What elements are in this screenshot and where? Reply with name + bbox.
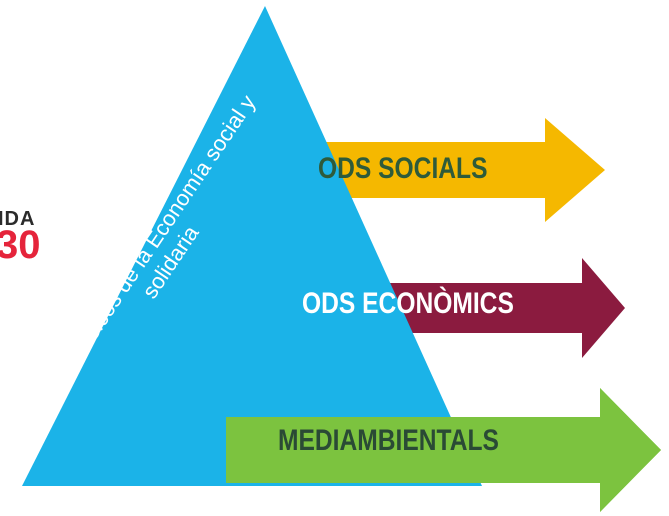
- arrow-environmental-front: [226, 388, 661, 512]
- arrow-economic-label: ODS ECONÒMICS: [302, 287, 514, 320]
- arrow-social: [296, 118, 605, 222]
- logo-text-bottom: 30: [0, 223, 41, 267]
- logo-text-top: IDA: [0, 208, 36, 230]
- arrow-environmental-label: MEDIAMBIENTALS: [278, 424, 499, 457]
- arrow-social-label: ODS SOCIALS: [318, 152, 488, 185]
- triangle: [22, 6, 482, 486]
